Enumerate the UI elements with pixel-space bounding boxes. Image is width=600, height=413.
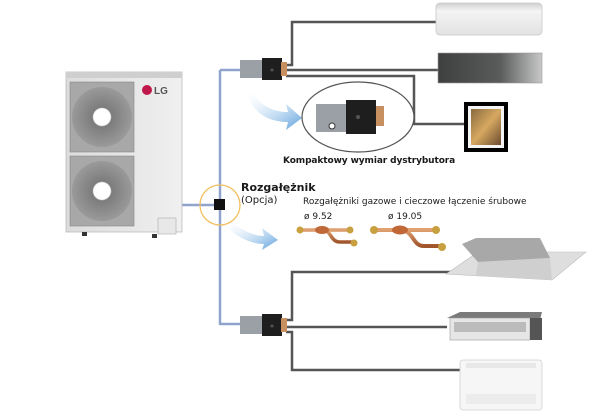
indoor-unit-wall-white: [435, 2, 543, 36]
indoor-unit-ducted: [447, 312, 542, 341]
lg-logo-icon: [142, 85, 152, 95]
arrow-to-branch-icon: [228, 222, 278, 250]
branch-pipe-small: [296, 226, 358, 247]
compact-distributor-detail: [301, 81, 415, 153]
branch-option-label: (Opcja): [241, 195, 278, 206]
indoor-piping: [286, 20, 465, 372]
service-panel: [157, 217, 177, 235]
branch-highlight-ring: [199, 184, 241, 226]
pipe-to-art-cool: [286, 74, 465, 126]
branch-description: Rozgałężniki gazowe i cieczowe łączenie …: [303, 197, 527, 207]
pipe-to-floor-ceiling: [286, 330, 460, 372]
indoor-unit-art-cool: [464, 102, 508, 152]
pipe-to-cassette: [286, 270, 455, 322]
branch-pipe-large: [370, 225, 446, 251]
lower-fan-icon: [72, 161, 132, 221]
arrow-to-compact-icon: [248, 92, 302, 130]
branch-joint: [214, 199, 225, 210]
branch-title: Rozgałężnik: [241, 181, 316, 194]
diameter-large-label: ø 19.05: [388, 212, 423, 222]
indoor-unit-ceiling-cassette: [445, 238, 587, 281]
refrigerant-piping: [182, 68, 240, 326]
indoor-unit-wall-dark: [437, 52, 543, 84]
brand-label: LG: [154, 86, 168, 97]
outdoor-unit: LG: [65, 71, 183, 238]
pipe-to-wall-white: [286, 20, 436, 67]
distributor-top: [240, 58, 287, 80]
diameter-small-label: ø 9.52: [304, 212, 333, 222]
upper-fan-icon: [72, 87, 132, 147]
indoor-unit-floor-ceiling: [459, 359, 543, 411]
compact-distributor-label: Kompaktowy wymiar dystrybutora: [283, 156, 456, 166]
distributor-bottom: [240, 314, 287, 336]
